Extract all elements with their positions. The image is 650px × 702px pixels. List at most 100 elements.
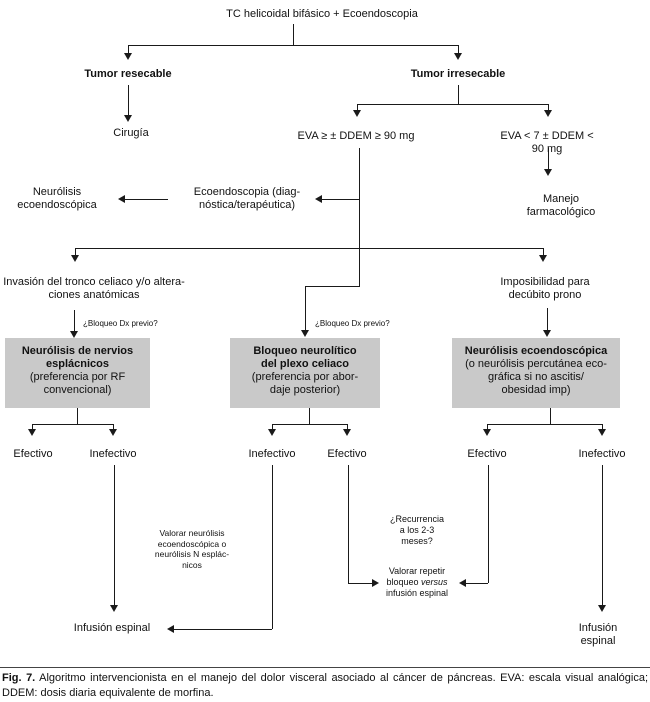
connector	[32, 424, 33, 429]
connector	[487, 424, 488, 429]
connector	[322, 199, 359, 200]
box-neurolisis-esplacnicos-title: Neurólisis de nervios esplácnicos	[21, 345, 134, 370]
infusion-espinal-right: Infusión espinal	[578, 622, 618, 647]
connector	[548, 148, 549, 169]
connector	[548, 104, 549, 110]
arrow-down-icon	[110, 605, 118, 612]
arrow-down-icon	[543, 330, 551, 337]
arrow-down-icon	[301, 330, 309, 337]
connector	[272, 424, 273, 429]
cirugia-node: Cirugía	[113, 127, 149, 139]
connector	[128, 45, 129, 53]
recurrencia-note: ¿Recurrencia a los 2-3 meses?	[389, 514, 445, 546]
connector	[32, 424, 113, 425]
eva-high-node: EVA ≥ ± DDEM ≥ 90 mg	[297, 130, 415, 142]
arrow-down-icon	[124, 115, 132, 122]
manejo-farmacologico-node: Manejo farmacológico	[526, 193, 596, 218]
connector	[488, 465, 489, 583]
connector	[128, 45, 458, 46]
connector	[348, 583, 372, 584]
connector	[125, 199, 168, 200]
arrow-down-icon	[483, 429, 491, 436]
imposibilidad-decubito-node: Imposibilidad para decúbito prono	[500, 276, 590, 301]
connector	[547, 308, 548, 330]
arrow-down-icon	[28, 429, 36, 436]
bloqueo-dx-previo-label-middle: ¿Bloqueo Dx previo?	[315, 319, 390, 328]
figure-caption: Fig. 7. Algoritmo intervencionista en el…	[0, 671, 650, 700]
valorar-repetir-note: Valorar repetir bloqueo versus infusión …	[386, 566, 448, 599]
arrow-down-icon	[598, 605, 606, 612]
connector	[602, 465, 603, 605]
caption-divider	[0, 667, 650, 668]
infusion-espinal-left: Infusión espinal	[73, 622, 151, 634]
arrow-down-icon	[109, 429, 117, 436]
box-neurolisis-esplacnicos-subtitle: (preferencia por RF convencional)	[29, 371, 126, 396]
outcome-inefectivo-left: Inefectivo	[89, 448, 137, 460]
connector	[458, 85, 459, 104]
connector	[602, 424, 603, 429]
arrow-down-icon	[544, 169, 552, 176]
valorar-neurolisis-note: Valorar neurólisis ecoendoscópica o neur…	[154, 528, 230, 570]
arrow-left-icon	[118, 195, 125, 203]
box-bloqueo-plexo-celiaco-title: Bloqueo neurolítico del plexo celiaco	[253, 345, 357, 370]
eva-low-node: EVA < 7 ± DDEM < 90 mg	[500, 130, 594, 155]
arrow-left-icon	[459, 579, 466, 587]
tumor-irresecable-label: Tumor irresecable	[410, 68, 506, 80]
connector	[348, 465, 349, 583]
box-bloqueo-plexo-celiaco: Bloqueo neurolítico del plexo celiaco (p…	[230, 338, 380, 408]
connector	[309, 408, 310, 424]
arrow-down-icon	[598, 429, 606, 436]
arrow-down-icon	[343, 429, 351, 436]
connector	[347, 424, 348, 429]
arrow-down-icon	[353, 110, 361, 117]
connector	[74, 310, 75, 331]
box-neurolisis-ecoendoscopica: Neurólisis ecoendoscópica (o neurólisis …	[452, 338, 620, 408]
connector	[293, 24, 294, 45]
neurolisis-ecoendoscopica-node: Neurólisis ecoendoscópica	[17, 186, 97, 211]
box-neurolisis-esplacnicos: Neurólisis de nervios esplácnicos (prefe…	[5, 338, 150, 408]
arrow-down-icon	[454, 53, 462, 60]
arrow-left-icon	[315, 195, 322, 203]
arrow-down-icon	[70, 331, 78, 338]
connector	[487, 424, 602, 425]
arrow-right-icon	[372, 579, 379, 587]
arrow-down-icon	[124, 53, 132, 60]
connector	[272, 424, 347, 425]
valorar-repetir-versus: versus	[421, 577, 448, 587]
connector	[272, 465, 273, 629]
connector	[305, 286, 360, 287]
arrow-down-icon	[268, 429, 276, 436]
connector	[113, 424, 114, 429]
tumor-resecable-label: Tumor resecable	[84, 68, 172, 80]
connector	[114, 465, 115, 605]
connector	[550, 408, 551, 424]
box-neurolisis-ecoendoscopica-subtitle: (o neurólisis percutánea eco- gráfica si…	[465, 358, 607, 396]
figure-caption-text: Algoritmo intervencionista en el manejo …	[2, 672, 649, 699]
connector	[466, 583, 488, 584]
connector	[305, 286, 306, 330]
outcome-efectivo-middle: Efectivo	[327, 448, 367, 460]
valorar-repetir-text-start: Valorar repetir bloqueo	[386, 566, 446, 587]
outcome-inefectivo-middle: Inefectivo	[248, 448, 296, 460]
connector	[543, 248, 544, 255]
connector	[75, 248, 76, 255]
arrow-down-icon	[539, 255, 547, 262]
connector	[359, 148, 360, 287]
box-neurolisis-ecoendoscopica-title: Neurólisis ecoendoscópica	[464, 345, 608, 357]
connector	[128, 85, 129, 115]
box-bloqueo-plexo-celiaco-subtitle: (preferencia por abor- daje posterior)	[251, 371, 359, 396]
connector	[458, 45, 459, 53]
outcome-efectivo-left: Efectivo	[13, 448, 53, 460]
connector	[357, 104, 358, 110]
root-node: TC helicoidal bifásico + Ecoendoscopia	[226, 8, 418, 20]
figure-caption-label: Fig. 7.	[2, 672, 36, 684]
ecoendoscopia-node: Ecoendoscopia (diag- nóstica/terapéutica…	[193, 186, 301, 211]
connector	[77, 408, 78, 424]
connector	[174, 629, 272, 630]
connector	[75, 248, 543, 249]
connector	[357, 104, 548, 105]
outcome-efectivo-right: Efectivo	[467, 448, 507, 460]
arrow-left-icon	[167, 625, 174, 633]
valorar-repetir-text-end: infusión espinal	[385, 588, 449, 598]
invasion-tronco-celiaco-node: Invasión del tronco celiaco y/o altera- …	[3, 276, 185, 301]
